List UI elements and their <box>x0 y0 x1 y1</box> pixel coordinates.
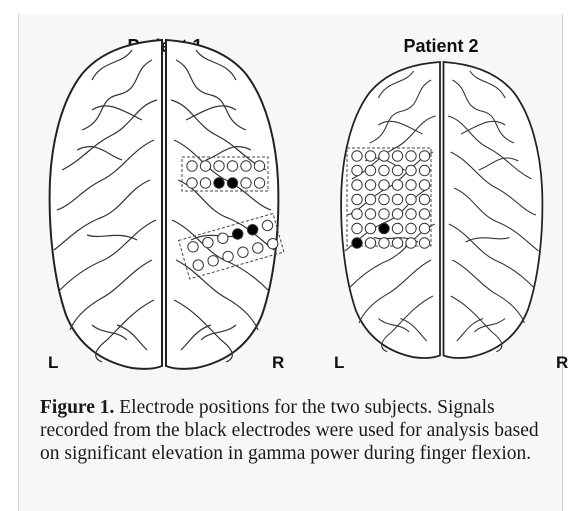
electrode <box>352 151 362 161</box>
electrode <box>406 151 416 161</box>
electrode <box>352 209 362 219</box>
electrode <box>392 238 402 248</box>
electrode <box>352 194 362 204</box>
electrode <box>406 165 416 175</box>
electrode <box>392 194 402 204</box>
electrode <box>254 178 264 188</box>
electrode <box>406 223 416 233</box>
caption-label: Figure 1. <box>40 397 114 418</box>
electrode <box>365 151 375 161</box>
electrode <box>379 151 389 161</box>
electrode <box>200 178 210 188</box>
electrode <box>379 194 389 204</box>
electrode <box>365 209 375 219</box>
electrode <box>419 209 429 219</box>
electrode <box>419 223 429 233</box>
electrode <box>254 161 264 171</box>
electrode <box>365 194 375 204</box>
panel-2-right-label: R <box>556 353 568 372</box>
electrode <box>406 180 416 190</box>
figure-caption: Figure 1. Electrode positions for the tw… <box>40 396 540 465</box>
electrode <box>379 165 389 175</box>
electrode <box>365 238 375 248</box>
electrode <box>406 194 416 204</box>
caption-text: Electrode positions for the two subjects… <box>40 397 539 464</box>
electrode <box>352 165 362 175</box>
electrode <box>187 178 197 188</box>
electrode <box>241 178 251 188</box>
electrode <box>365 165 375 175</box>
electrode <box>379 238 389 248</box>
electrode <box>406 238 416 248</box>
electrode <box>419 165 429 175</box>
electrode <box>419 238 429 248</box>
electrode-figure: Patient 1 L R Patient 2 L R <box>0 0 581 380</box>
electrode <box>392 180 402 190</box>
electrode <box>352 180 362 190</box>
electrode <box>214 161 224 171</box>
brain-panel-1 <box>50 40 279 369</box>
active-electrode <box>379 223 389 233</box>
active-electrode <box>214 178 224 188</box>
active-electrode <box>227 178 237 188</box>
electrode <box>406 209 416 219</box>
electrode <box>392 209 402 219</box>
electrode <box>365 180 375 190</box>
electrode <box>419 151 429 161</box>
electrode <box>187 161 197 171</box>
panel-2-left-label: L <box>334 353 344 372</box>
active-electrode <box>352 238 362 248</box>
electrode <box>227 161 237 171</box>
electrode <box>352 223 362 233</box>
electrode <box>419 194 429 204</box>
panel-1-left-label: L <box>48 353 58 372</box>
electrode <box>392 165 402 175</box>
electrode <box>392 151 402 161</box>
electrode <box>241 161 251 171</box>
electrode <box>379 209 389 219</box>
electrode <box>365 223 375 233</box>
electrode <box>419 180 429 190</box>
electrode <box>392 223 402 233</box>
electrode <box>379 180 389 190</box>
panel-2-title: Patient 2 <box>403 36 478 56</box>
panel-1-right-label: R <box>272 353 284 372</box>
electrode <box>200 161 210 171</box>
